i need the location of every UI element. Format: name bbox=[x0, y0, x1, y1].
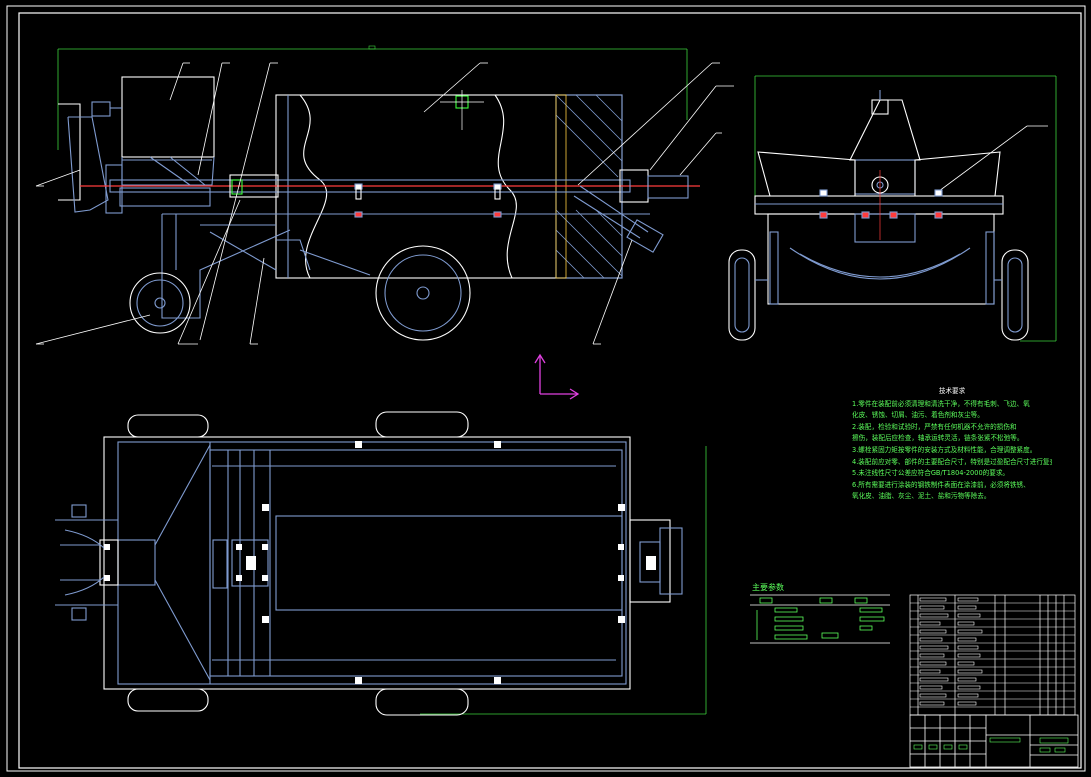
ucs-axis-icon bbox=[534, 353, 580, 400]
front-view bbox=[57, 45, 700, 341]
technical-notes: 技术要求 1.零件在装配前必须清理和清洗干净，不得有毛刺、飞边、氧 化皮、锈蚀、… bbox=[852, 386, 1052, 503]
note-line-8: 6.所有需要进行涂装的钢铁制件表面在涂漆前，必须将铁锈、 bbox=[852, 480, 1030, 489]
note-line-9: 氧化皮、油脂、灰尘、泥土、盐和污物等除去。 bbox=[852, 492, 991, 501]
technical-notes-title: 技术要求 bbox=[938, 387, 966, 395]
leader-lines bbox=[35, 62, 1048, 345]
note-line-1: 1.零件在装配前必须清理和清洗干净，不得有毛刺、飞边、氧 bbox=[852, 399, 1030, 408]
bom-table bbox=[909, 594, 1076, 716]
outer-frame bbox=[6, 5, 1086, 772]
title-block bbox=[909, 714, 1079, 768]
note-line-4: 擦伤，装配后应检查，轴承运转灵活，链条张紧不松弛等。 bbox=[852, 434, 1024, 443]
top-view bbox=[55, 411, 707, 716]
side-view bbox=[728, 75, 1057, 342]
inner-frame bbox=[18, 12, 1082, 769]
parameter-table bbox=[750, 594, 890, 644]
bolt-markers bbox=[104, 441, 656, 684]
note-line-7: 5.未注线性尺寸公差应符合GB/T1804-2000的要求。 bbox=[852, 469, 1010, 478]
parameters-title: 主要参数 bbox=[752, 583, 784, 592]
note-line-6: 4.装配前应对零、部件的主要配合尺寸，特别是过盈配合尺寸进行复查。 bbox=[852, 457, 1052, 466]
note-line-5: 3.螺栓紧固力矩按零件的安装方式及材料性能，合理调整紧度。 bbox=[852, 445, 1037, 454]
note-line-2: 化皮、锈蚀、切屑、油污、着色剂和灰尘等。 bbox=[852, 411, 984, 420]
note-line-3: 2.装配，检验和试验时，严禁有任何机器不允许的损伤和 bbox=[852, 422, 1017, 431]
